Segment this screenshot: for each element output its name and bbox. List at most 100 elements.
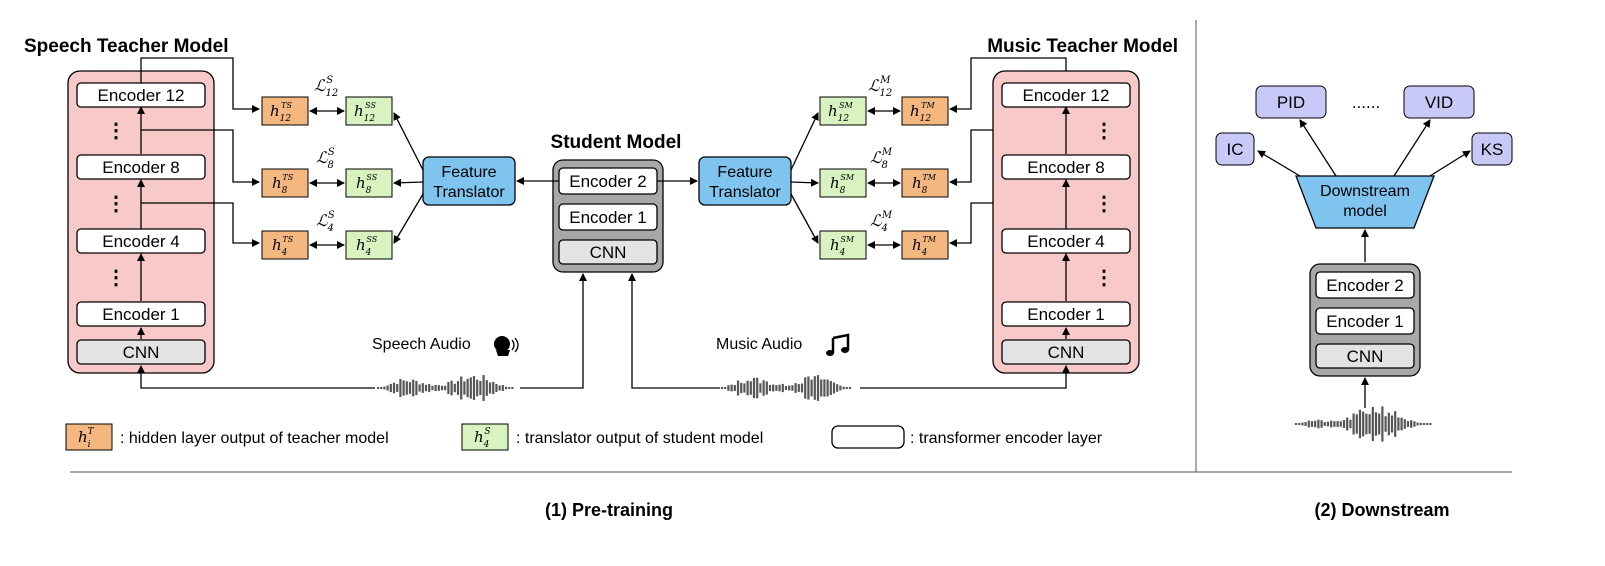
h-teacher-music-4 [901,230,949,260]
speech-teacher-title: Speech Teacher Model [24,36,229,57]
legend-encoder-text: : transformer encoder layer [910,430,1103,447]
downstream-cnn-label: CNN [1347,347,1384,366]
downstream-encoder-1-label: Encoder 1 [1326,312,1404,331]
svg-text:h4TS: h4TS [272,235,294,258]
downstream-cnn [1315,343,1415,369]
h-teacher-speech-4 [261,230,309,260]
speech-vdots-3: ⋮ [106,267,126,289]
task-pid [1255,85,1327,119]
speaking-head-icon [494,336,519,356]
task-ks-label: KS [1481,140,1504,159]
svg-text:h12SS: h12SS [354,101,376,124]
h-teacher-music-8 [901,168,949,198]
legend: hiT : hidden layer output of teacher mod… [65,423,1103,451]
svg-text:h8SM: h8SM [830,173,855,196]
speech-cnn [76,339,206,365]
legend-teacher-swatch [65,423,113,451]
svg-text:h4S: h4S [474,427,491,450]
speech-ft-line1: Feature [441,164,496,181]
speech-cnn-label: CNN [123,343,160,362]
speech-waveform [376,375,514,401]
downstream-model-line2: model [1343,203,1387,220]
speech-student-outputs: h12SS h8SS h4SS [345,96,393,260]
music-feature-translator [698,156,792,206]
legend-student-text: : translator output of student model [516,430,763,447]
music-encoder-1-label: Encoder 1 [1027,305,1105,324]
speech-encoder-8 [76,154,206,180]
music-teacher-title: Music Teacher Model [987,36,1178,57]
speech-teacher-model: Encoder 12 ⋮ Encoder 8 ⋮ Encoder 4 ⋮ Enc… [67,70,215,374]
loss-music-12: ℒ12M [868,75,892,99]
downstream-waveform [1294,406,1432,442]
task-pid-label: PID [1277,93,1305,112]
h-student-speech-4 [345,230,393,260]
task-vid [1403,85,1475,119]
svg-text:h8SS: h8SS [356,173,378,196]
task-dots: ...... [1352,93,1380,112]
speech-vdots-2: ⋮ [106,193,126,215]
student-title: Student Model [551,132,682,153]
svg-text:h4TM: h4TM [912,235,937,258]
legend-teacher-text: : hidden layer output of teacher model [120,430,389,447]
speech-encoder-1-label: Encoder 1 [102,305,180,324]
downstream-encoder-1 [1315,307,1415,335]
music-encoder-4-label: Encoder 4 [1027,232,1105,251]
music-cnn-label: CNN [1048,343,1085,362]
student-encoder-2-label: Encoder 2 [569,172,647,191]
svg-text:hiT: hiT [78,427,95,450]
svg-text:h8TS: h8TS [272,173,294,196]
downstream-encoder-2-label: Encoder 2 [1326,276,1404,295]
svg-text:h12TS: h12TS [270,101,292,124]
student-cnn [558,239,658,265]
music-encoder-12 [1001,82,1131,108]
music-teacher-model: Encoder 12 ⋮ Encoder 8 ⋮ Encoder 4 ⋮ Enc… [992,70,1140,374]
downstream-model [1295,175,1435,229]
task-vid-label: VID [1425,93,1453,112]
loss-music-8: ℒ8M [870,147,893,171]
music-teacher-outputs: h12TM h8TM h4TM [901,96,949,260]
h-student-speech-8 [345,168,393,198]
music-note-icon [826,333,850,356]
speech-ft-line2: Translator [433,184,505,201]
caption-downstream: (2) Downstream [1314,500,1449,520]
music-encoder-4 [1001,228,1131,254]
legend-encoder-swatch [831,425,905,449]
svg-text:h12TM: h12TM [910,101,935,124]
speech-teacher-outputs: h12TS h8TS h4TS [261,96,309,260]
speech-feature-translator [422,156,516,206]
task-ic-label: IC [1227,140,1244,159]
downstream-encoder-2 [1315,271,1415,299]
speech-vdots-1: ⋮ [106,120,126,142]
svg-text:h12SM: h12SM [828,101,854,124]
music-encoder-12-label: Encoder 12 [1023,86,1110,105]
h-student-music-4 [819,230,867,260]
h-student-speech-12 [345,96,393,126]
music-audio-label: Music Audio [716,336,802,353]
h-student-music-12 [819,96,867,126]
speech-encoder-1 [76,301,206,327]
loss-speech-4: ℒ4S [316,210,335,234]
music-vdots-1: ⋮ [1094,120,1114,142]
student-cnn-label: CNN [590,243,627,262]
h-teacher-speech-8 [261,168,309,198]
music-ft-line1: Feature [717,164,772,181]
h-teacher-music-12 [901,96,949,126]
music-vdots-3: ⋮ [1094,267,1114,289]
music-cnn [1001,339,1131,365]
loss-speech-8: ℒ8S [316,147,335,171]
student-encoder-1-label: Encoder 1 [569,208,647,227]
speech-encoder-4 [76,228,206,254]
music-vdots-2: ⋮ [1094,193,1114,215]
caption-pretraining: (1) Pre-training [545,500,673,520]
h-student-music-8 [819,168,867,198]
speech-encoder-8-label: Encoder 8 [102,158,180,177]
student-model: Encoder 2 Encoder 1 CNN [552,159,664,273]
music-encoder-8 [1001,154,1131,180]
task-ks [1471,132,1513,166]
downstream-panel: PID ...... VID IC KS Downstream model En… [1215,85,1513,408]
svg-text:h4SM: h4SM [830,235,855,258]
speech-encoder-12-label: Encoder 12 [98,86,185,105]
loss-speech-12: ℒ12S [314,75,338,99]
task-ic [1215,132,1255,166]
